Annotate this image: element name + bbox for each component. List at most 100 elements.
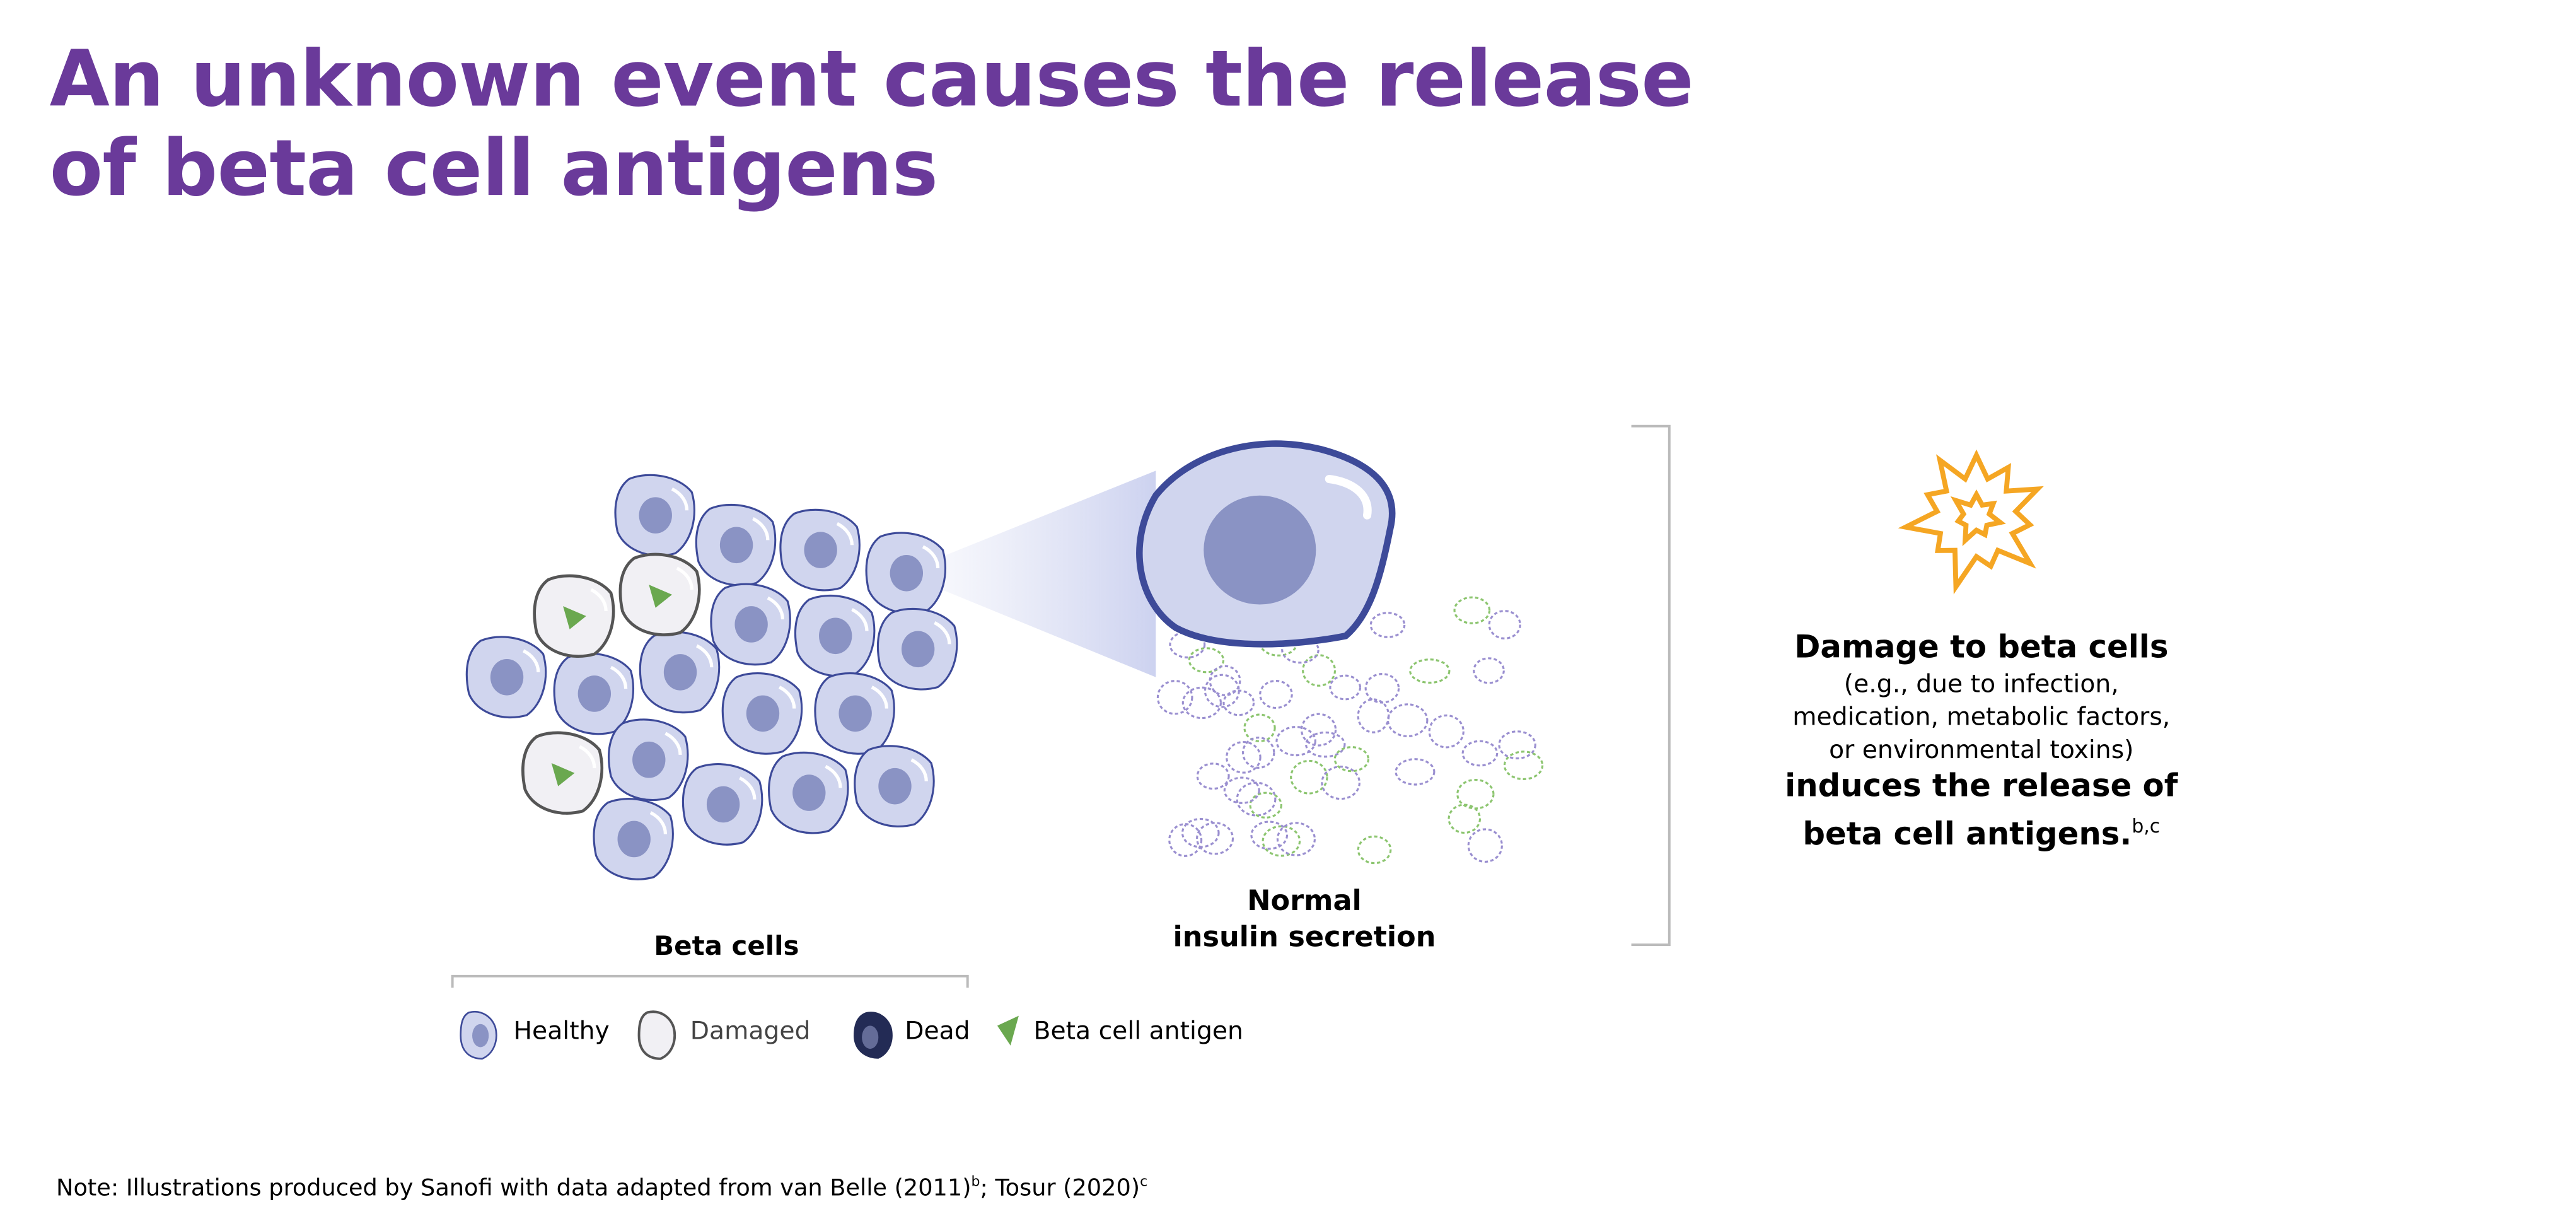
legend-dead-icon <box>854 1012 893 1059</box>
legend-damaged-icon <box>637 1010 676 1060</box>
insulin-granule <box>1364 673 1400 704</box>
insulin-granule <box>1386 703 1429 738</box>
insulin-granule <box>1333 746 1370 773</box>
legend-healthy-icon <box>460 1011 497 1060</box>
healthy-beta-cell <box>865 532 947 615</box>
insulin-granule <box>1236 781 1277 817</box>
healthy-beta-cell <box>593 798 674 880</box>
healthy-beta-cell <box>794 595 876 677</box>
healthy-beta-cell <box>876 607 958 691</box>
legend-damaged-label: Damaged <box>690 1015 811 1046</box>
description-detail: (e.g., due to infection, <box>1843 668 2119 699</box>
insulin-granule <box>1488 610 1521 639</box>
legend-healthy-label: Healthy <box>513 1015 610 1046</box>
insulin-granule <box>1409 658 1451 684</box>
insulin-granule <box>1276 822 1316 856</box>
title-line-1: An unknown event causes the release <box>49 34 1694 126</box>
description-heading: Damage to beta cells <box>1794 629 2169 666</box>
insulin-granule <box>1357 698 1390 733</box>
healthy-beta-cell <box>779 508 861 592</box>
insulin-granule <box>1259 680 1293 709</box>
description-detail: or environmental toxins) <box>1829 735 2134 765</box>
healthy-beta-cell <box>682 763 763 846</box>
reference-sup: b,c <box>2132 814 2161 838</box>
insulin-granule <box>1188 647 1225 674</box>
insulin-granule <box>1369 612 1406 638</box>
healthy-beta-cell <box>854 745 935 827</box>
insulin-granule <box>1196 822 1234 855</box>
insulin-granule <box>1242 737 1275 769</box>
healthy-beta-cell <box>639 631 721 714</box>
insulin-granule <box>1226 740 1262 774</box>
insulin-granule <box>1250 820 1289 850</box>
insulin-granule <box>1305 731 1346 758</box>
insulin-granule <box>1181 686 1222 720</box>
legend-dead-label: Dead <box>905 1015 970 1046</box>
note-text: ; Tosur (2020) <box>980 1175 1140 1202</box>
antigen-icon <box>649 585 672 608</box>
legend-antigen-label: Beta cell antigen <box>1033 1015 1243 1046</box>
healthy-beta-cell <box>465 636 547 719</box>
beta-cell-cluster <box>465 474 958 880</box>
normal-label-line1: Normal <box>1247 885 1362 919</box>
insulin-granule <box>1473 657 1505 684</box>
beta-cells-label: Beta cells <box>654 930 799 962</box>
insulin-granule <box>1168 823 1203 857</box>
description-detail: medication, metabolic factors, <box>1792 702 2171 732</box>
title-line-2: of beta cell antigens <box>49 124 939 215</box>
healthy-beta-cell <box>607 718 689 801</box>
insulin-granule <box>1275 726 1316 757</box>
magnified-beta-cell <box>1136 440 1396 648</box>
healthy-beta-cell <box>695 503 777 587</box>
magnification-cone <box>937 470 1156 677</box>
insulin-granule <box>1503 750 1544 781</box>
healthy-beta-cell <box>553 652 635 735</box>
insulin-granule <box>1357 835 1392 865</box>
insulin-granule <box>1281 636 1320 664</box>
normal-label-line2: insulin secretion <box>1173 921 1436 955</box>
legend-antigen-icon <box>997 1015 1019 1046</box>
description-conclusion: induces the release of <box>1785 768 2178 805</box>
insulin-granule <box>1290 759 1328 795</box>
insulin-granule <box>1448 803 1482 834</box>
insulin-granule <box>1329 674 1362 701</box>
insulin-granule <box>1395 758 1436 786</box>
normal-insulin-label: Normal insulin secretion <box>1139 884 1470 956</box>
healthy-beta-cell <box>710 583 791 666</box>
insulin-granule <box>1209 665 1241 696</box>
healthy-beta-cell <box>721 672 803 755</box>
insulin-granule <box>1249 791 1282 819</box>
damaged-beta-cell <box>521 731 604 815</box>
insulin-granule <box>1428 714 1465 749</box>
bracket-beta-cells <box>451 974 969 988</box>
insulin-granule <box>1243 713 1276 742</box>
note-sup: c <box>1140 1172 1148 1189</box>
note-text: Note: Illustrations produced by Sanofi w… <box>56 1175 972 1202</box>
antigen-icon <box>551 762 575 786</box>
insulin-granule <box>1456 778 1495 810</box>
conclusion-text: beta cell antigens. <box>1802 816 2132 853</box>
insulin-granule <box>1461 740 1499 767</box>
insulin-granule <box>1467 828 1503 863</box>
bracket-right <box>1631 424 1671 947</box>
page-title: An unknown event causes the release of b… <box>49 34 1694 215</box>
insulin-granule <box>1196 762 1230 790</box>
insulin-granule <box>1223 776 1260 804</box>
healthy-beta-cell <box>768 751 849 834</box>
antigen-icon <box>563 606 586 629</box>
note-sup: b <box>971 1172 980 1189</box>
damaged-beta-cell <box>618 552 701 636</box>
insulin-granule <box>1453 596 1491 624</box>
insulin-granule <box>1222 689 1255 716</box>
description-conclusion: beta cell antigens.b,c <box>1701 806 2262 855</box>
healthy-beta-cell <box>814 672 895 755</box>
footnote: Note: Illustrations produced by Sanofi w… <box>56 1172 1147 1201</box>
insulin-granule <box>1156 680 1193 715</box>
description: Damage to beta cells (e.g., due to infec… <box>1701 628 2262 855</box>
healthy-beta-cell <box>614 474 695 557</box>
starburst-icon <box>1898 449 2044 595</box>
insulin-granule <box>1302 654 1337 687</box>
damaged-beta-cell <box>533 574 615 658</box>
